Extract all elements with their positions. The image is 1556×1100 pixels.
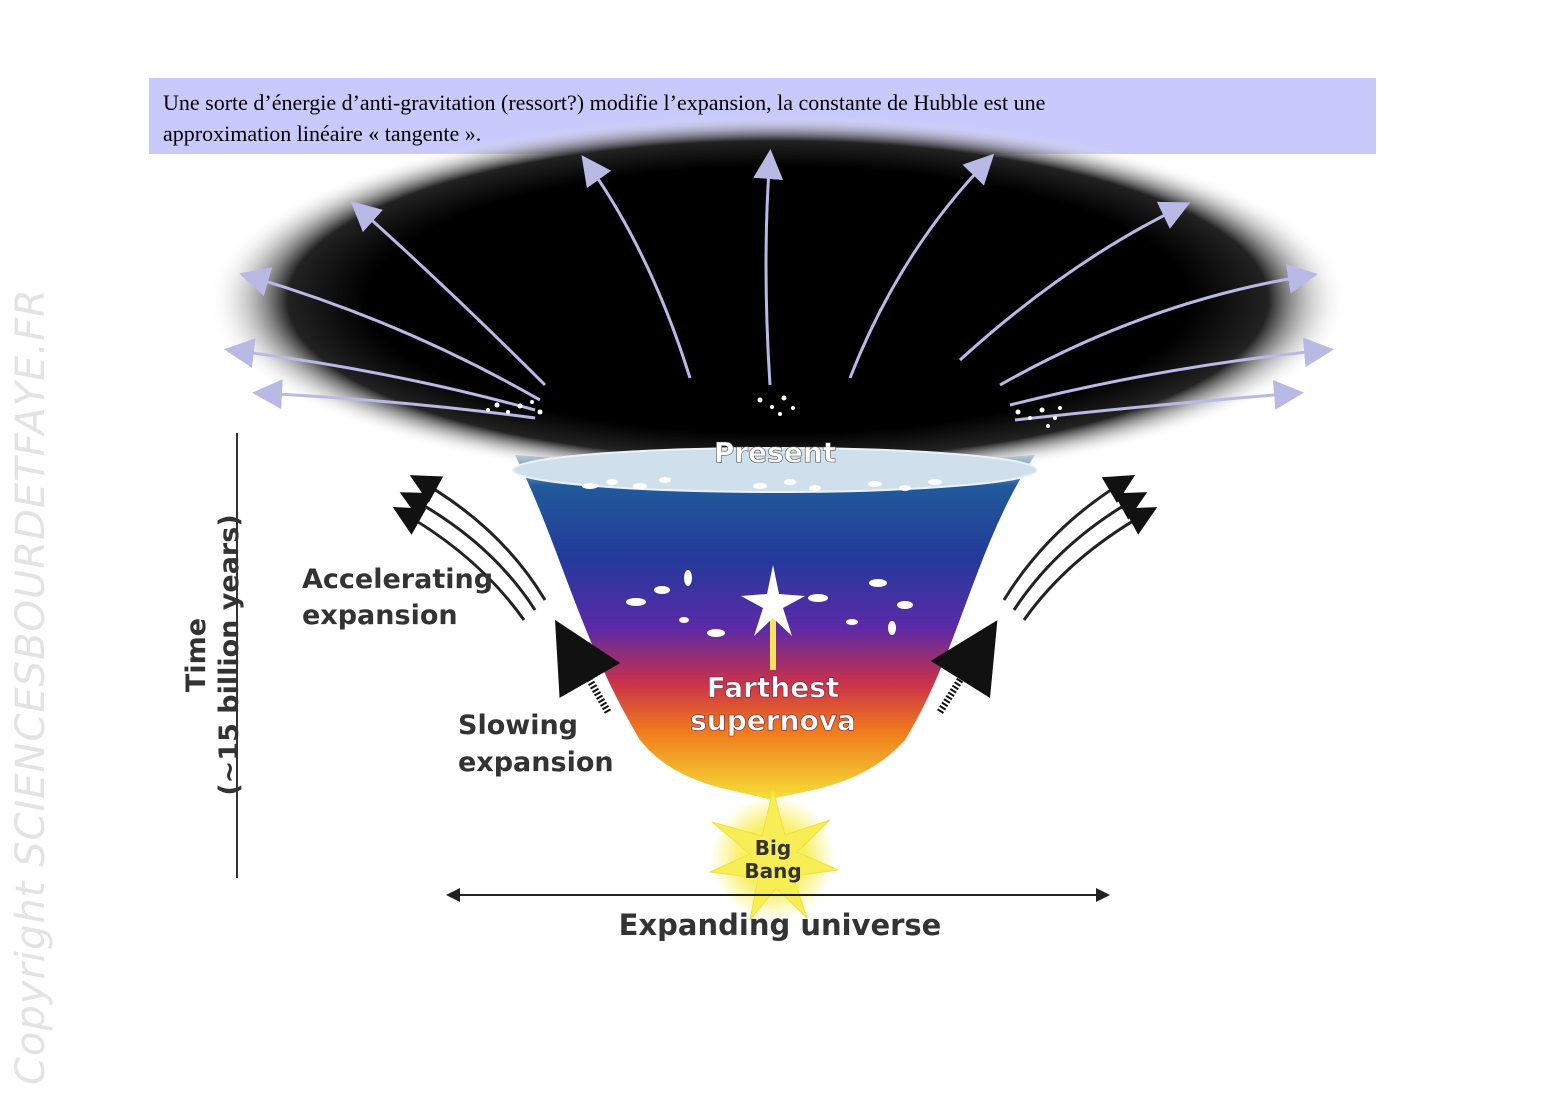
slowing-label-line1: Slowing <box>458 710 578 741</box>
slowing-arrows <box>555 619 998 714</box>
outer-arrow <box>753 149 784 386</box>
accelerating-arrows <box>392 474 1158 621</box>
caption-line-2: approximation linéaire « tangente ». <box>163 121 482 146</box>
present-label: Present <box>714 436 836 469</box>
accelerating-label-line1: Accelerating <box>302 564 493 595</box>
time-label-line2: (~15 billion years) <box>214 514 245 795</box>
outer-arrow <box>350 200 547 387</box>
outer-arrow <box>958 201 1191 362</box>
space-disc <box>208 115 1348 485</box>
outer-arrow <box>252 379 536 420</box>
farthest-supernova-label-line2: supernova <box>690 704 856 737</box>
expanding-universe-label: Expanding universe <box>619 908 942 942</box>
galaxy-clusters <box>486 395 1062 428</box>
farthest-supernova-label-line1: Farthest <box>707 671 840 704</box>
outer-arrow <box>224 338 536 412</box>
outer-expansion-arrows <box>224 149 1334 422</box>
present-surface <box>512 447 1038 493</box>
expanding-arrow-right-head <box>1096 888 1110 902</box>
outer-arrow <box>848 153 995 379</box>
expanding-arrow-left-head <box>446 888 460 902</box>
big-bang-label-line2: Bang <box>744 859 801 883</box>
big-bang-burst <box>708 789 840 921</box>
time-label-line1: Time <box>181 618 212 692</box>
time-axis-label: Time (~15 billion years) <box>181 514 245 795</box>
slowing-label-line2: expansion <box>458 747 614 778</box>
present-galaxies <box>582 477 942 491</box>
caption-line-1: Une sorte d’énergie d’anti-gravitation (… <box>163 90 1046 115</box>
outer-arrow <box>581 155 692 379</box>
outer-arrow <box>1014 379 1304 422</box>
outer-arrow <box>239 267 541 402</box>
supernova-star <box>741 565 805 670</box>
big-bang-label-line1: Big <box>755 836 791 860</box>
outer-arrow <box>999 263 1318 387</box>
outer-arrow <box>1009 337 1334 407</box>
accelerating-label-line2: expansion <box>302 600 458 631</box>
cone-galaxies <box>626 570 913 637</box>
